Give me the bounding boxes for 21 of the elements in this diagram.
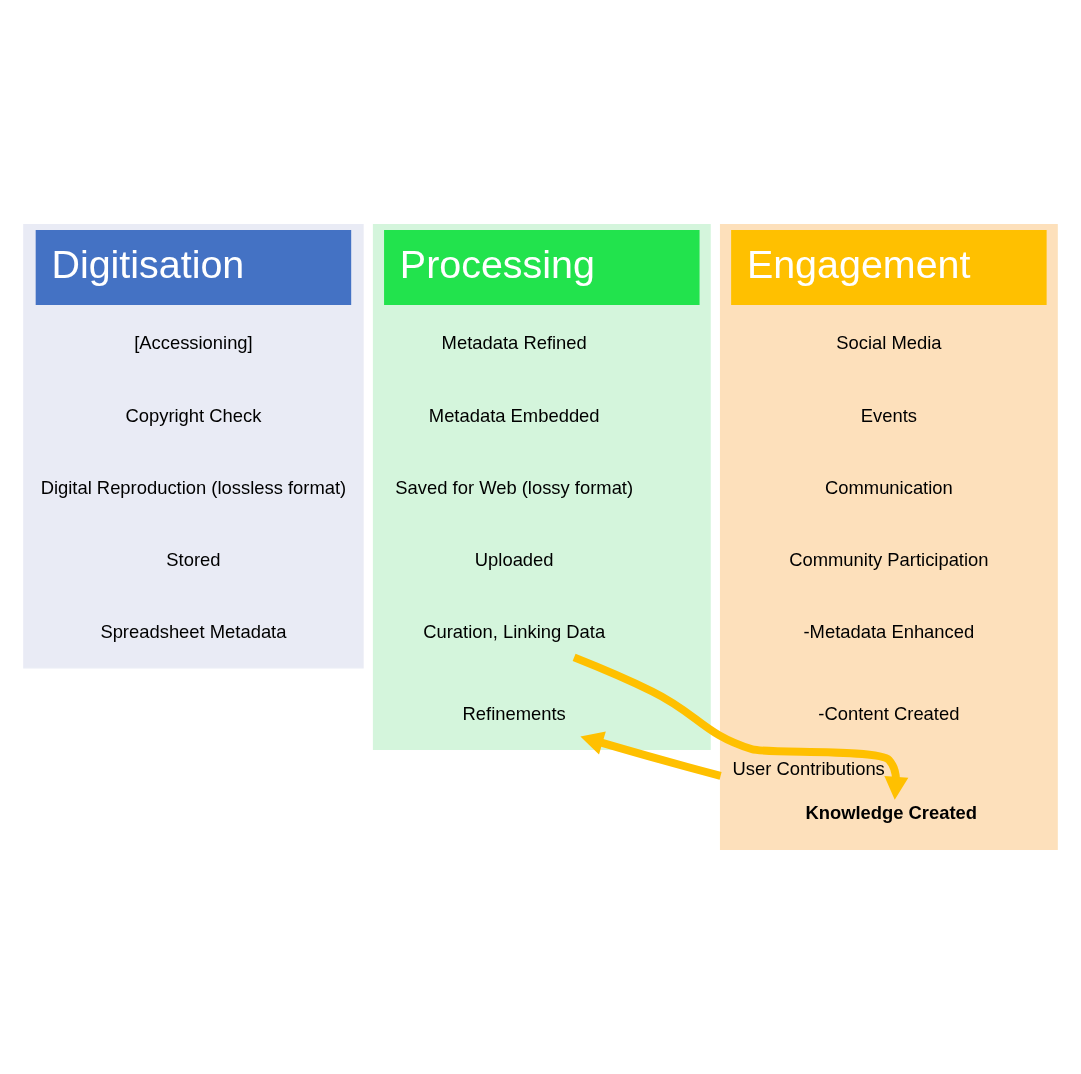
node-text: Events — [860, 404, 917, 426]
edge-label: User Contributions — [732, 757, 885, 779]
node-text: Refinements — [462, 703, 566, 724]
node-text: Curation, Linking Data — [423, 621, 606, 643]
node-text: Spreadsheet Metadata — [100, 621, 287, 643]
node-text: -Content Created — [818, 703, 960, 724]
arrow — [572, 653, 909, 800]
node-text: [Accessioning] — [134, 332, 253, 354]
arrow — [580, 731, 722, 780]
node-text: Metadata Embedded — [428, 404, 600, 426]
node-text: Community Participation — [789, 549, 989, 571]
node-text: Metadata Refined — [441, 332, 587, 354]
node-text: Saved for Web (lossy format) — [395, 476, 634, 498]
node-text: Copyright Check — [125, 404, 262, 426]
node-text: Uploaded — [474, 549, 554, 571]
node-text: Communication — [824, 476, 953, 498]
node-text: Stored — [166, 549, 221, 571]
node-text: Social Media — [836, 332, 942, 354]
node-text: Digital Reproduction (lossless format) — [40, 476, 347, 498]
node-text: -Metadata Enhanced — [803, 621, 975, 643]
node-text: Knowledge Created — [805, 801, 978, 823]
